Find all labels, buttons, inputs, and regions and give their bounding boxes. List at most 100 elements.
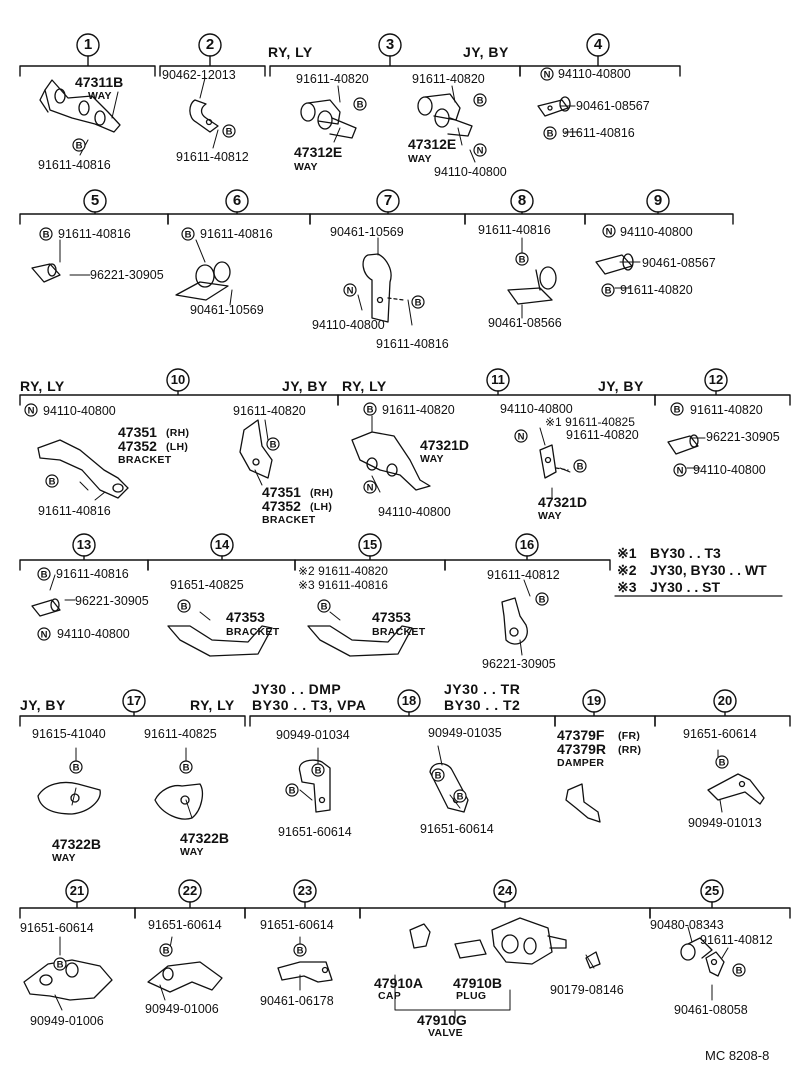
part-number-47379r: 47379R [557, 741, 607, 757]
part-5-clamp [31, 263, 61, 283]
part-number-47352: 47352 [118, 438, 157, 454]
part-number-label: 91611-40820 [412, 72, 485, 86]
part-number-label: 90179-08146 [550, 983, 624, 997]
part-number-label: 94110-40800 [57, 627, 130, 641]
part-number-label: 90480-08343 [650, 918, 724, 932]
part-4-clamp [537, 96, 571, 117]
part-number-label: 94110-40800 [378, 505, 451, 519]
part-number-label: 90461-08567 [642, 256, 716, 270]
fr-label: (FR) [618, 730, 641, 742]
rh-label: (RH) [310, 487, 334, 499]
part-number-label: 94110-40800 [558, 67, 631, 81]
way-label: WAY [538, 510, 562, 522]
part-number-label: 91611-40812 [700, 933, 773, 947]
variant-label: RY, LY [20, 378, 65, 394]
part-6-clamp [175, 261, 231, 301]
part-20-clamp [707, 773, 765, 805]
part-number-label: 96221-30905 [482, 657, 556, 671]
note-text-3: JY30 . . ST [650, 579, 721, 595]
part-number-label: 90461-08058 [674, 1003, 748, 1017]
section-number-17: 17 [126, 693, 142, 708]
part-number-47322b: 47322B [52, 836, 102, 852]
part-number-label: 91651-60614 [420, 822, 494, 836]
way-label: WAY [420, 453, 444, 465]
section-brackets [19, 55, 791, 919]
part-7-clamp [362, 253, 405, 323]
note-mark-2: ※2 [617, 562, 637, 578]
part-number-label: 91651-60614 [148, 918, 222, 932]
part-22-clamp [147, 961, 223, 993]
bracket-label: BRACKET [118, 454, 172, 466]
part-17-way-b [154, 783, 203, 820]
part-number-label: 91651-60614 [260, 918, 334, 932]
part-14-bracket [167, 625, 273, 657]
part-number-label: 90461-08567 [576, 99, 650, 113]
part-number-label: 91611-40816 [376, 337, 449, 351]
part-number-47353: 47353 [226, 609, 265, 625]
section-number-4: 4 [593, 36, 603, 53]
part-number-label: 91611-40816 [200, 227, 273, 241]
part-number-label: 91611-40816 [58, 227, 131, 241]
section-number-21: 21 [69, 883, 85, 898]
note-mark-3: ※3 [617, 579, 637, 595]
note-text-1: BY30 . . T3 [650, 545, 721, 561]
part-number-label: 94110-40800 [434, 165, 507, 179]
part-number-47910a: 47910A [374, 975, 424, 991]
part-number-label: 94110-40800 [500, 402, 573, 416]
rr-label: (RR) [618, 744, 642, 756]
part-number-label: 90949-01034 [276, 728, 350, 742]
part-13-clamp [31, 598, 61, 617]
rh-label: (RH) [166, 427, 190, 439]
part-number-label: 91611-40820 [296, 72, 369, 86]
note-mark-1: ※1 [617, 545, 637, 561]
part-number-label: 96221-30905 [75, 594, 149, 608]
part-number-label: 90461-10569 [330, 225, 404, 239]
part-15-bracket [307, 625, 413, 657]
part-17-way-a [37, 781, 101, 815]
valve-label: VALVE [428, 1027, 463, 1039]
part-number-label: 91611-40812 [176, 150, 249, 164]
section-number-3: 3 [385, 36, 395, 53]
way-label: WAY [294, 161, 318, 173]
damper-label: DAMPER [557, 757, 605, 769]
way-label: WAY [180, 846, 204, 858]
variant-label: JY30 . . DMP [252, 681, 342, 697]
part-19-damper [565, 783, 601, 823]
cap-label: CAP [378, 990, 402, 1002]
part-2-clamp [189, 99, 219, 133]
part-number-label: 91611-40820 [233, 404, 306, 418]
part-25-clamp [680, 937, 725, 977]
part-number-label: 91615-41040 [32, 727, 106, 741]
part-8-clamp [507, 266, 557, 305]
section-number-5: 5 [90, 192, 100, 209]
part-number-label: 96221-30905 [90, 268, 164, 282]
variant-label: JY, BY [598, 378, 644, 394]
section-number-8: 8 [517, 192, 527, 209]
part-number-label: 90461-06178 [260, 994, 334, 1008]
part-3-way-a [300, 99, 357, 139]
part-number-label: ※3 91611-40816 [298, 578, 388, 592]
part-number-47311b: 47311B [75, 74, 124, 90]
part-number-47321d: 47321D [420, 437, 470, 453]
part-11-way-b [539, 444, 569, 479]
part-number-label: 91611-40820 [690, 403, 763, 417]
variant-label: JY, BY [282, 378, 328, 394]
part-number-label: 90461-10569 [190, 303, 264, 317]
part-number-label: 91651-60614 [683, 727, 757, 741]
part-23-clamp [277, 961, 333, 983]
section-number-24: 24 [497, 883, 513, 898]
lh-label: (LH) [310, 501, 333, 513]
part-number-label: 94110-40800 [620, 225, 693, 239]
part-number-label: 91611-40820 [620, 283, 693, 297]
part-24-valve [409, 917, 601, 969]
part-number-label: 91611-40812 [487, 568, 560, 582]
variant-label: BY30 . . T3, VPA [252, 697, 367, 713]
part-number-47312e: 47312E [408, 136, 457, 152]
part-number-label: 91611-40816 [38, 158, 111, 172]
part-number-47353: 47353 [372, 609, 411, 625]
part-10-bracket-b [239, 419, 273, 479]
lh-label: (LH) [166, 441, 189, 453]
variant-label: RY, LY [268, 44, 313, 60]
section-number-22: 22 [182, 883, 198, 898]
